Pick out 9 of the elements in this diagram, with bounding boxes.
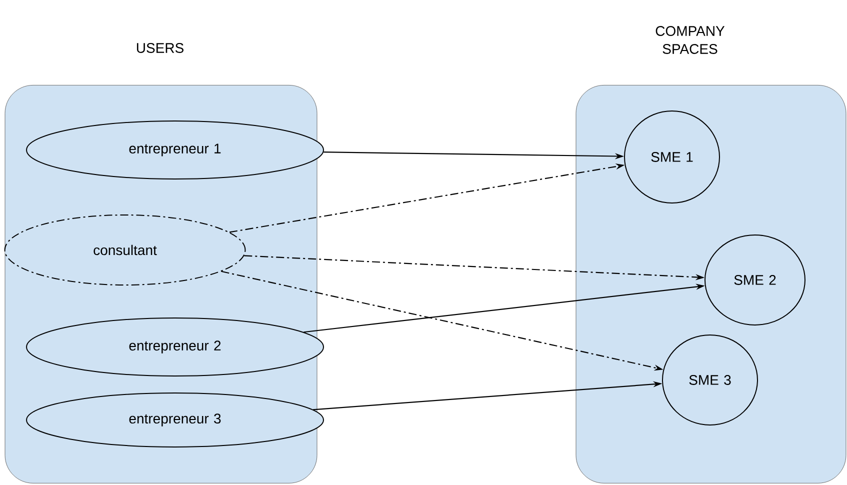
ellipse-node: consultant [4,214,246,286]
circle-node: SME 1 [624,110,720,204]
heading: USERS [136,43,184,53]
ellipse-node: entrepreneur 3 [26,392,324,448]
circle-node: SME 2 [704,234,806,326]
circle-node: SME 3 [662,334,758,426]
heading: COMPANY SPACES [656,26,725,54]
ellipse-node: entrepreneur 1 [26,120,324,180]
ellipse-node: entrepreneur 2 [26,318,324,376]
